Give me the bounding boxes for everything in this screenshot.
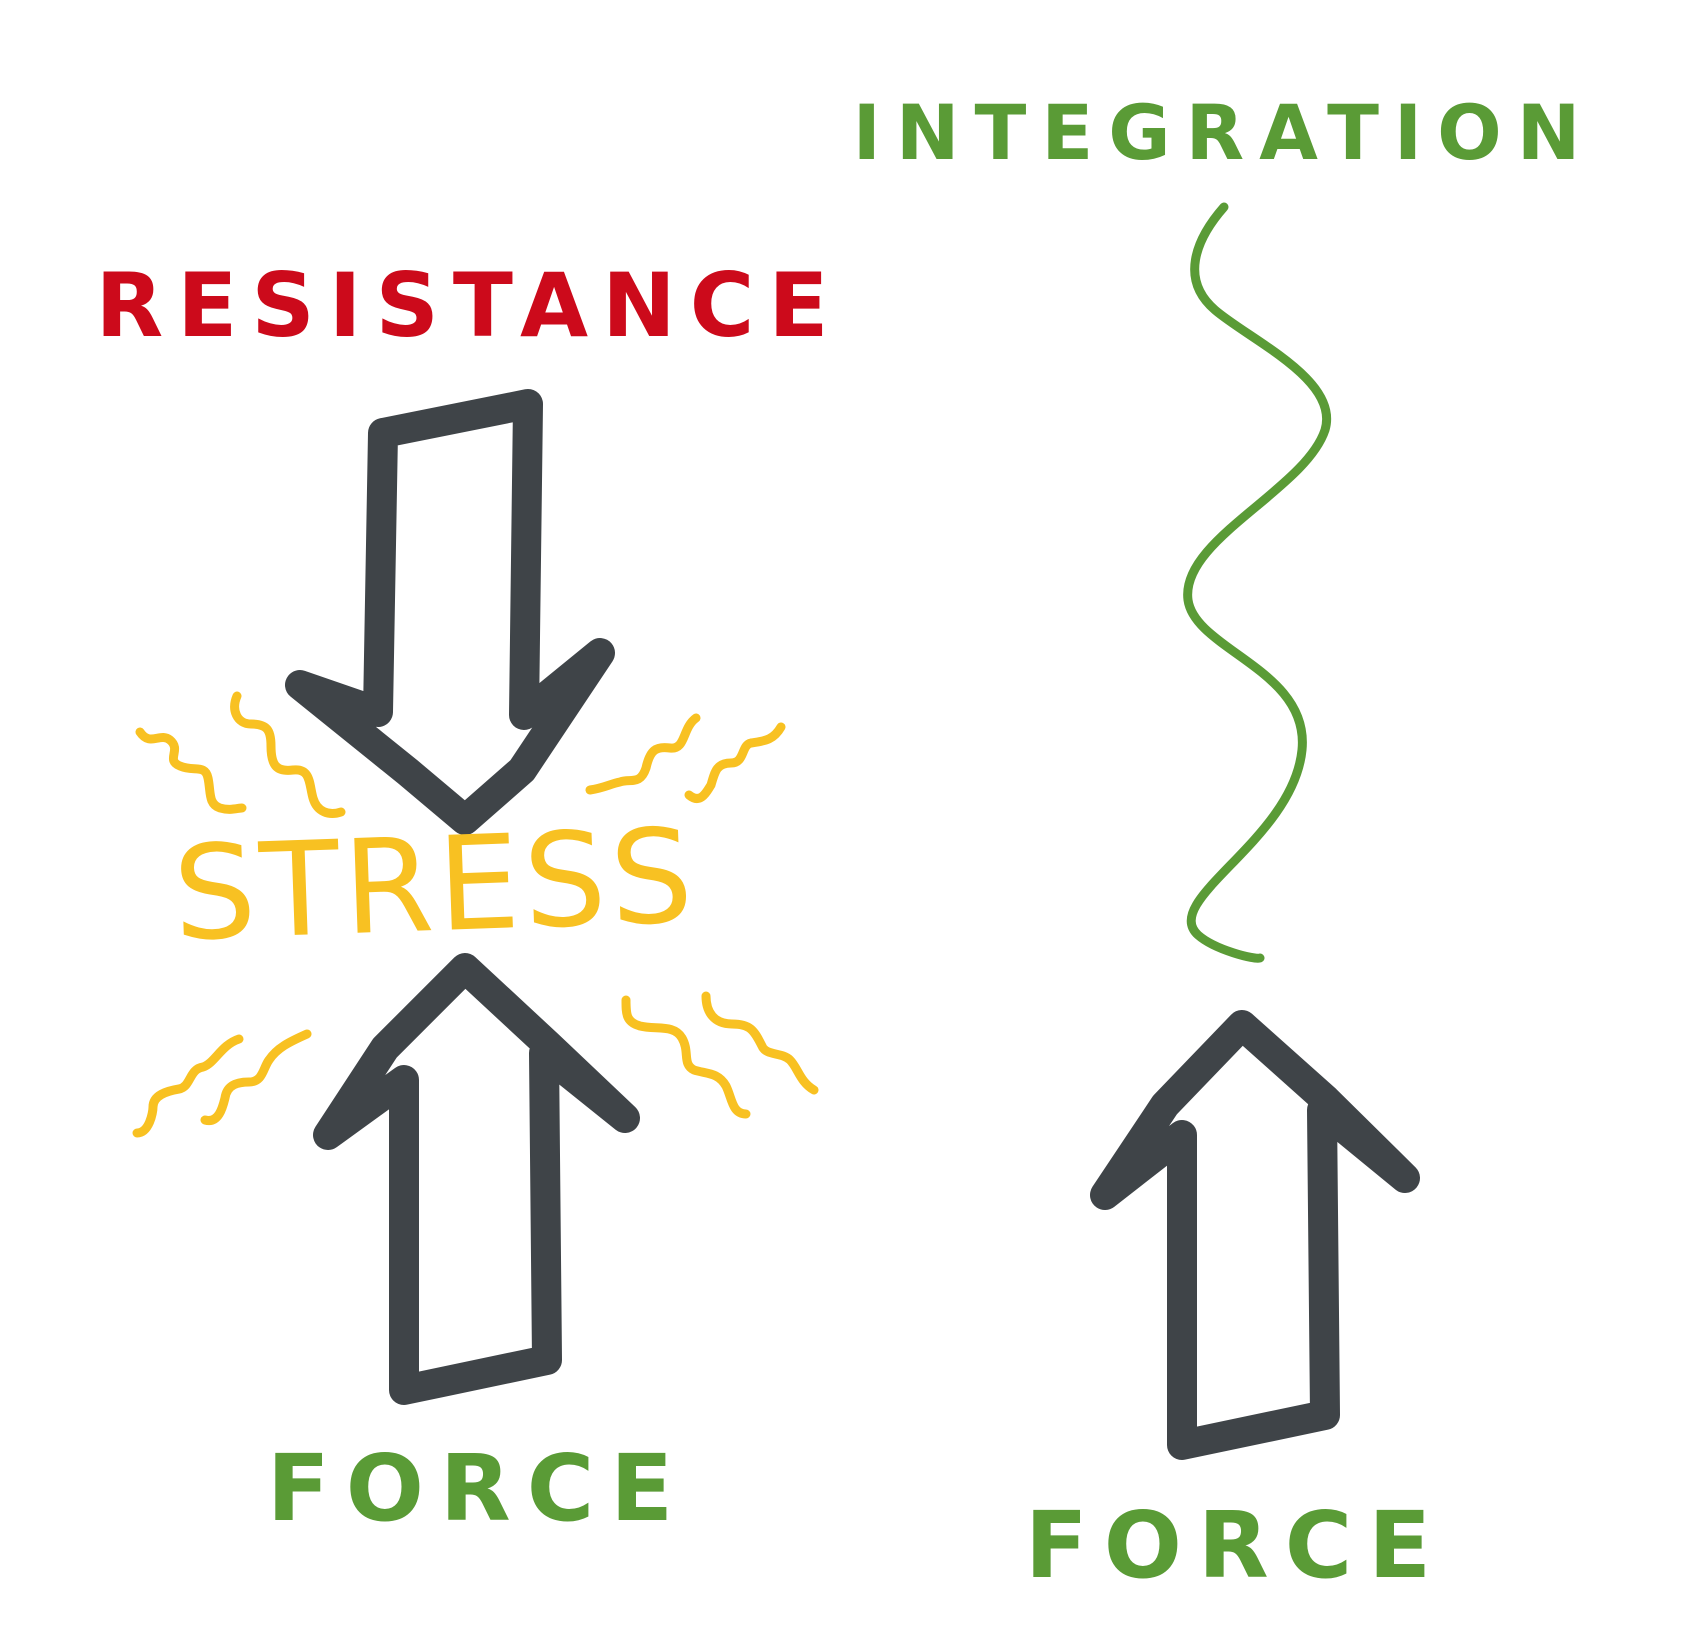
force-label-left: FORCE bbox=[266, 1435, 690, 1542]
down-arrow-icon bbox=[285, 389, 615, 835]
stress-label: STRESS bbox=[170, 799, 700, 971]
up-arrow-right-icon bbox=[1090, 1010, 1420, 1460]
integration-wave-icon bbox=[1183, 202, 1332, 963]
resistance-label: RESISTANCE bbox=[95, 254, 843, 357]
stress-squiggles-icon bbox=[132, 691, 819, 1138]
force-label-right: FORCE bbox=[1024, 1492, 1448, 1599]
up-arrow-left-icon bbox=[313, 953, 640, 1405]
integration-label: INTEGRATION bbox=[852, 88, 1596, 177]
